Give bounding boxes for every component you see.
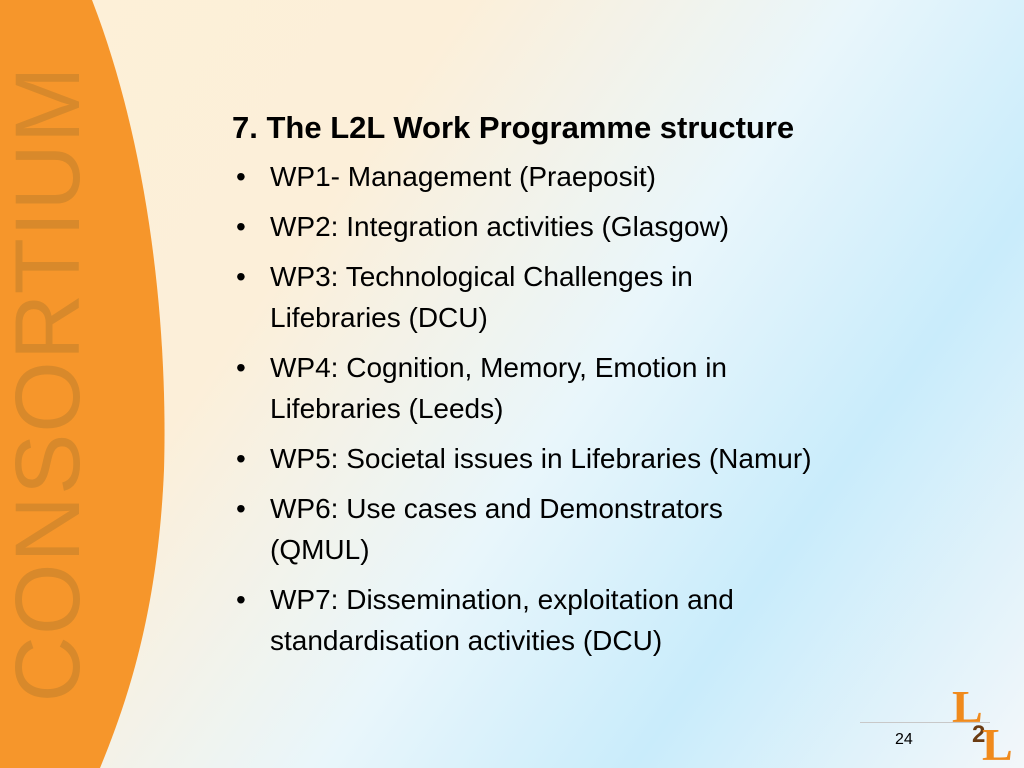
logo-digit: 2 <box>972 721 985 748</box>
bullet-glyph: • <box>236 261 246 292</box>
list-item-line: WP5: Societal issues in Lifebraries (Nam… <box>270 443 812 474</box>
slide-title: 7. The L2L Work Programme structure <box>232 110 795 145</box>
list-item: • WP2: Integration activities (Glasgow) <box>232 206 992 247</box>
list-item: • WP3: Technological Challenges in Lifeb… <box>232 256 992 338</box>
list-item-line: Lifebraries (DCU) <box>270 302 488 333</box>
bullet-glyph: • <box>236 161 246 192</box>
list-item-line: WP7: Dissemination, exploitation and <box>270 584 734 615</box>
bullet-glyph: • <box>236 211 246 242</box>
bullet-list: • WP1- Management (Praeposit) • WP2: Int… <box>232 156 992 661</box>
list-item-line: (QMUL) <box>270 534 370 565</box>
list-item-line: standardisation activities (DCU) <box>270 625 663 656</box>
orange-sidebar-band <box>0 0 165 768</box>
list-item-line: WP3: Technological Challenges in <box>270 261 693 292</box>
list-item-line: Lifebraries (Leeds) <box>270 393 504 424</box>
list-item: • WP6: Use cases and Demonstrators (QMUL… <box>232 488 992 570</box>
logo-letter-top: L <box>952 681 983 732</box>
footer-divider <box>860 722 990 723</box>
list-item-line: WP6: Use cases and Demonstrators <box>270 493 723 524</box>
list-item: • WP5: Societal issues in Lifebraries (N… <box>232 438 992 479</box>
bullet-glyph: • <box>236 443 246 474</box>
list-item: • WP7: Dissemination, exploitation and s… <box>232 579 992 661</box>
list-item-line: WP1- Management (Praeposit) <box>270 161 656 192</box>
sidebar-vertical-word: CONSORTIUM <box>0 65 99 703</box>
list-item-line: WP4: Cognition, Memory, Emotion in <box>270 352 727 383</box>
logo-letter-bottom: L <box>982 719 1013 762</box>
bullet-glyph: • <box>236 352 246 383</box>
bullet-glyph: • <box>236 584 246 615</box>
list-item: • WP1- Management (Praeposit) <box>232 156 992 197</box>
l2l-logo: L 2 L <box>952 681 1013 762</box>
list-item-line: WP2: Integration activities (Glasgow) <box>270 211 730 242</box>
list-item: • WP4: Cognition, Memory, Emotion in Lif… <box>232 347 992 429</box>
page-number: 24 <box>895 731 913 748</box>
slide-content: 7. The L2L Work Programme structure • WP… <box>232 108 992 670</box>
bullet-glyph: • <box>236 493 246 524</box>
